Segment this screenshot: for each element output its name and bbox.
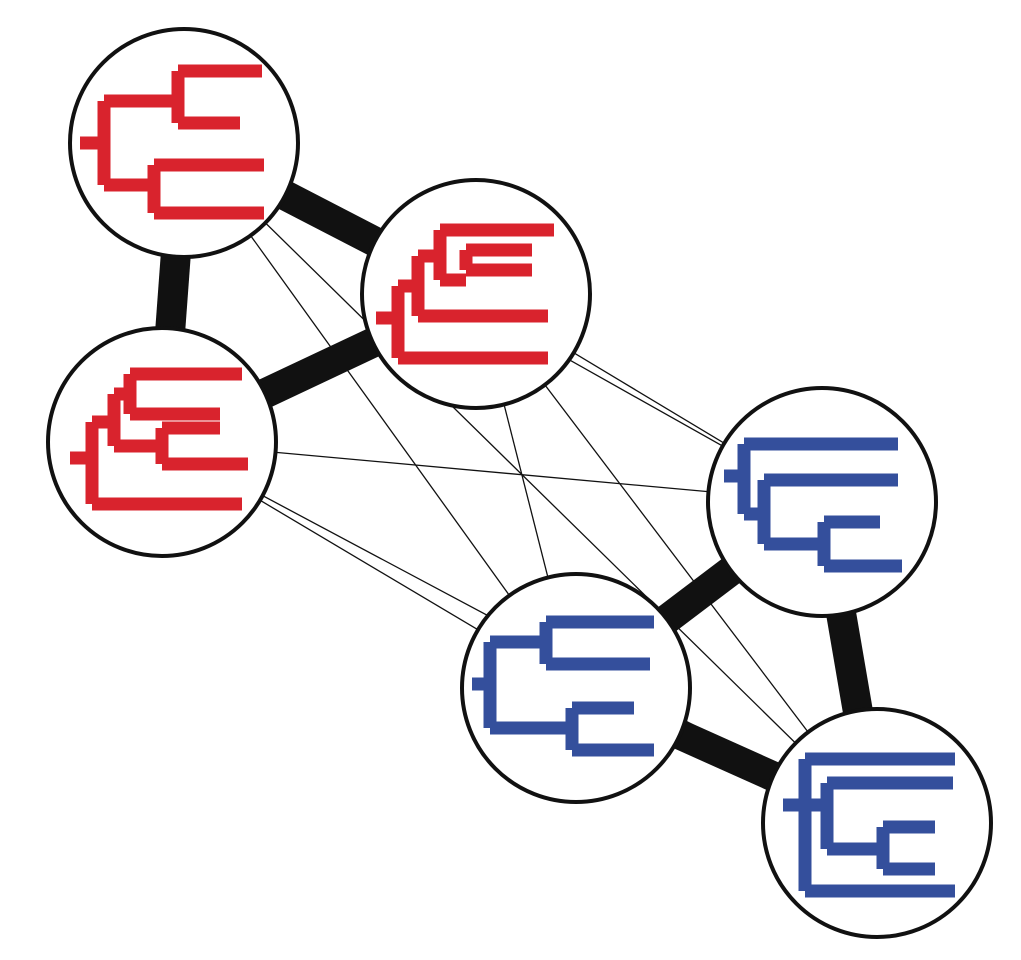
- blue-tree-icon: [472, 615, 654, 757]
- tree-node-red-3: [46, 326, 278, 558]
- tree-nodes: [46, 27, 993, 939]
- weak-edge-red-1-blue-3: [183, 142, 878, 824]
- node-circle: [761, 707, 993, 939]
- red-tree-icon: [80, 64, 264, 220]
- tree-node-red-1: [68, 27, 300, 259]
- node-circle: [68, 27, 300, 259]
- tree-node-red-2: [360, 178, 592, 410]
- tree-node-blue-1: [706, 386, 938, 618]
- tree-node-blue-2: [460, 572, 692, 804]
- blue-tree-icon: [724, 437, 902, 573]
- red-tree-icon: [376, 223, 554, 365]
- node-circle: [360, 178, 592, 410]
- blue-tree-icon: [783, 752, 955, 898]
- red-tree-icon: [70, 367, 248, 511]
- tree-node-blue-3: [761, 707, 993, 939]
